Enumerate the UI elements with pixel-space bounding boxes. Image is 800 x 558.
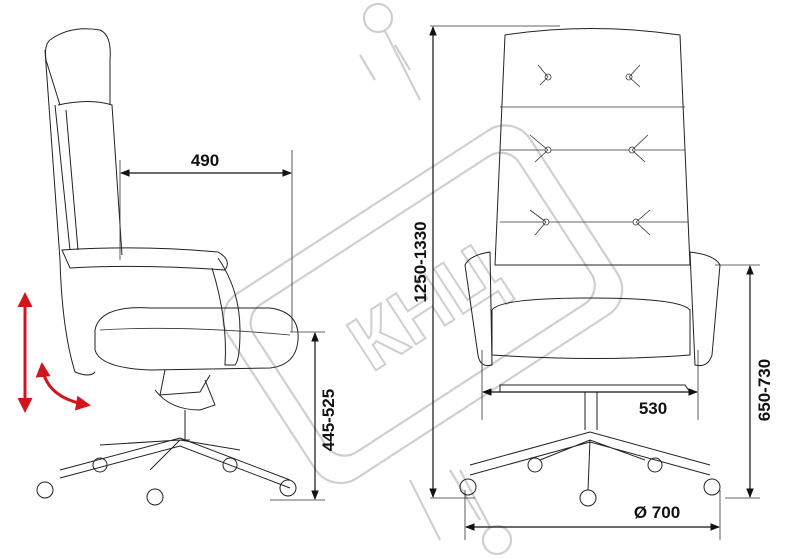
seat-depth-label: 490 (191, 151, 219, 170)
dimension-seat-width: 530 (481, 350, 699, 420)
base-diameter-label: Ø 700 (634, 503, 680, 522)
seat-width-label: 530 (639, 399, 667, 418)
tilt-adjust-arrow-icon (35, 362, 91, 411)
overall-height-label: 1250-1330 (411, 221, 430, 302)
dimension-overall-height: 1250-1330 (411, 25, 560, 499)
chair-side-view (36, 28, 299, 506)
adjustment-arrows (17, 292, 91, 413)
dimension-armrest-height: 650-730 (715, 264, 774, 499)
chair-front-view (459, 28, 721, 507)
dimension-seat-depth: 490 (119, 150, 293, 332)
armrest-height-label: 650-730 (755, 359, 774, 421)
dimension-base-diameter: Ø 700 (464, 490, 721, 540)
dimension-seat-height: 445-525 (270, 331, 338, 501)
seat-height-label: 445-525 (319, 389, 338, 451)
